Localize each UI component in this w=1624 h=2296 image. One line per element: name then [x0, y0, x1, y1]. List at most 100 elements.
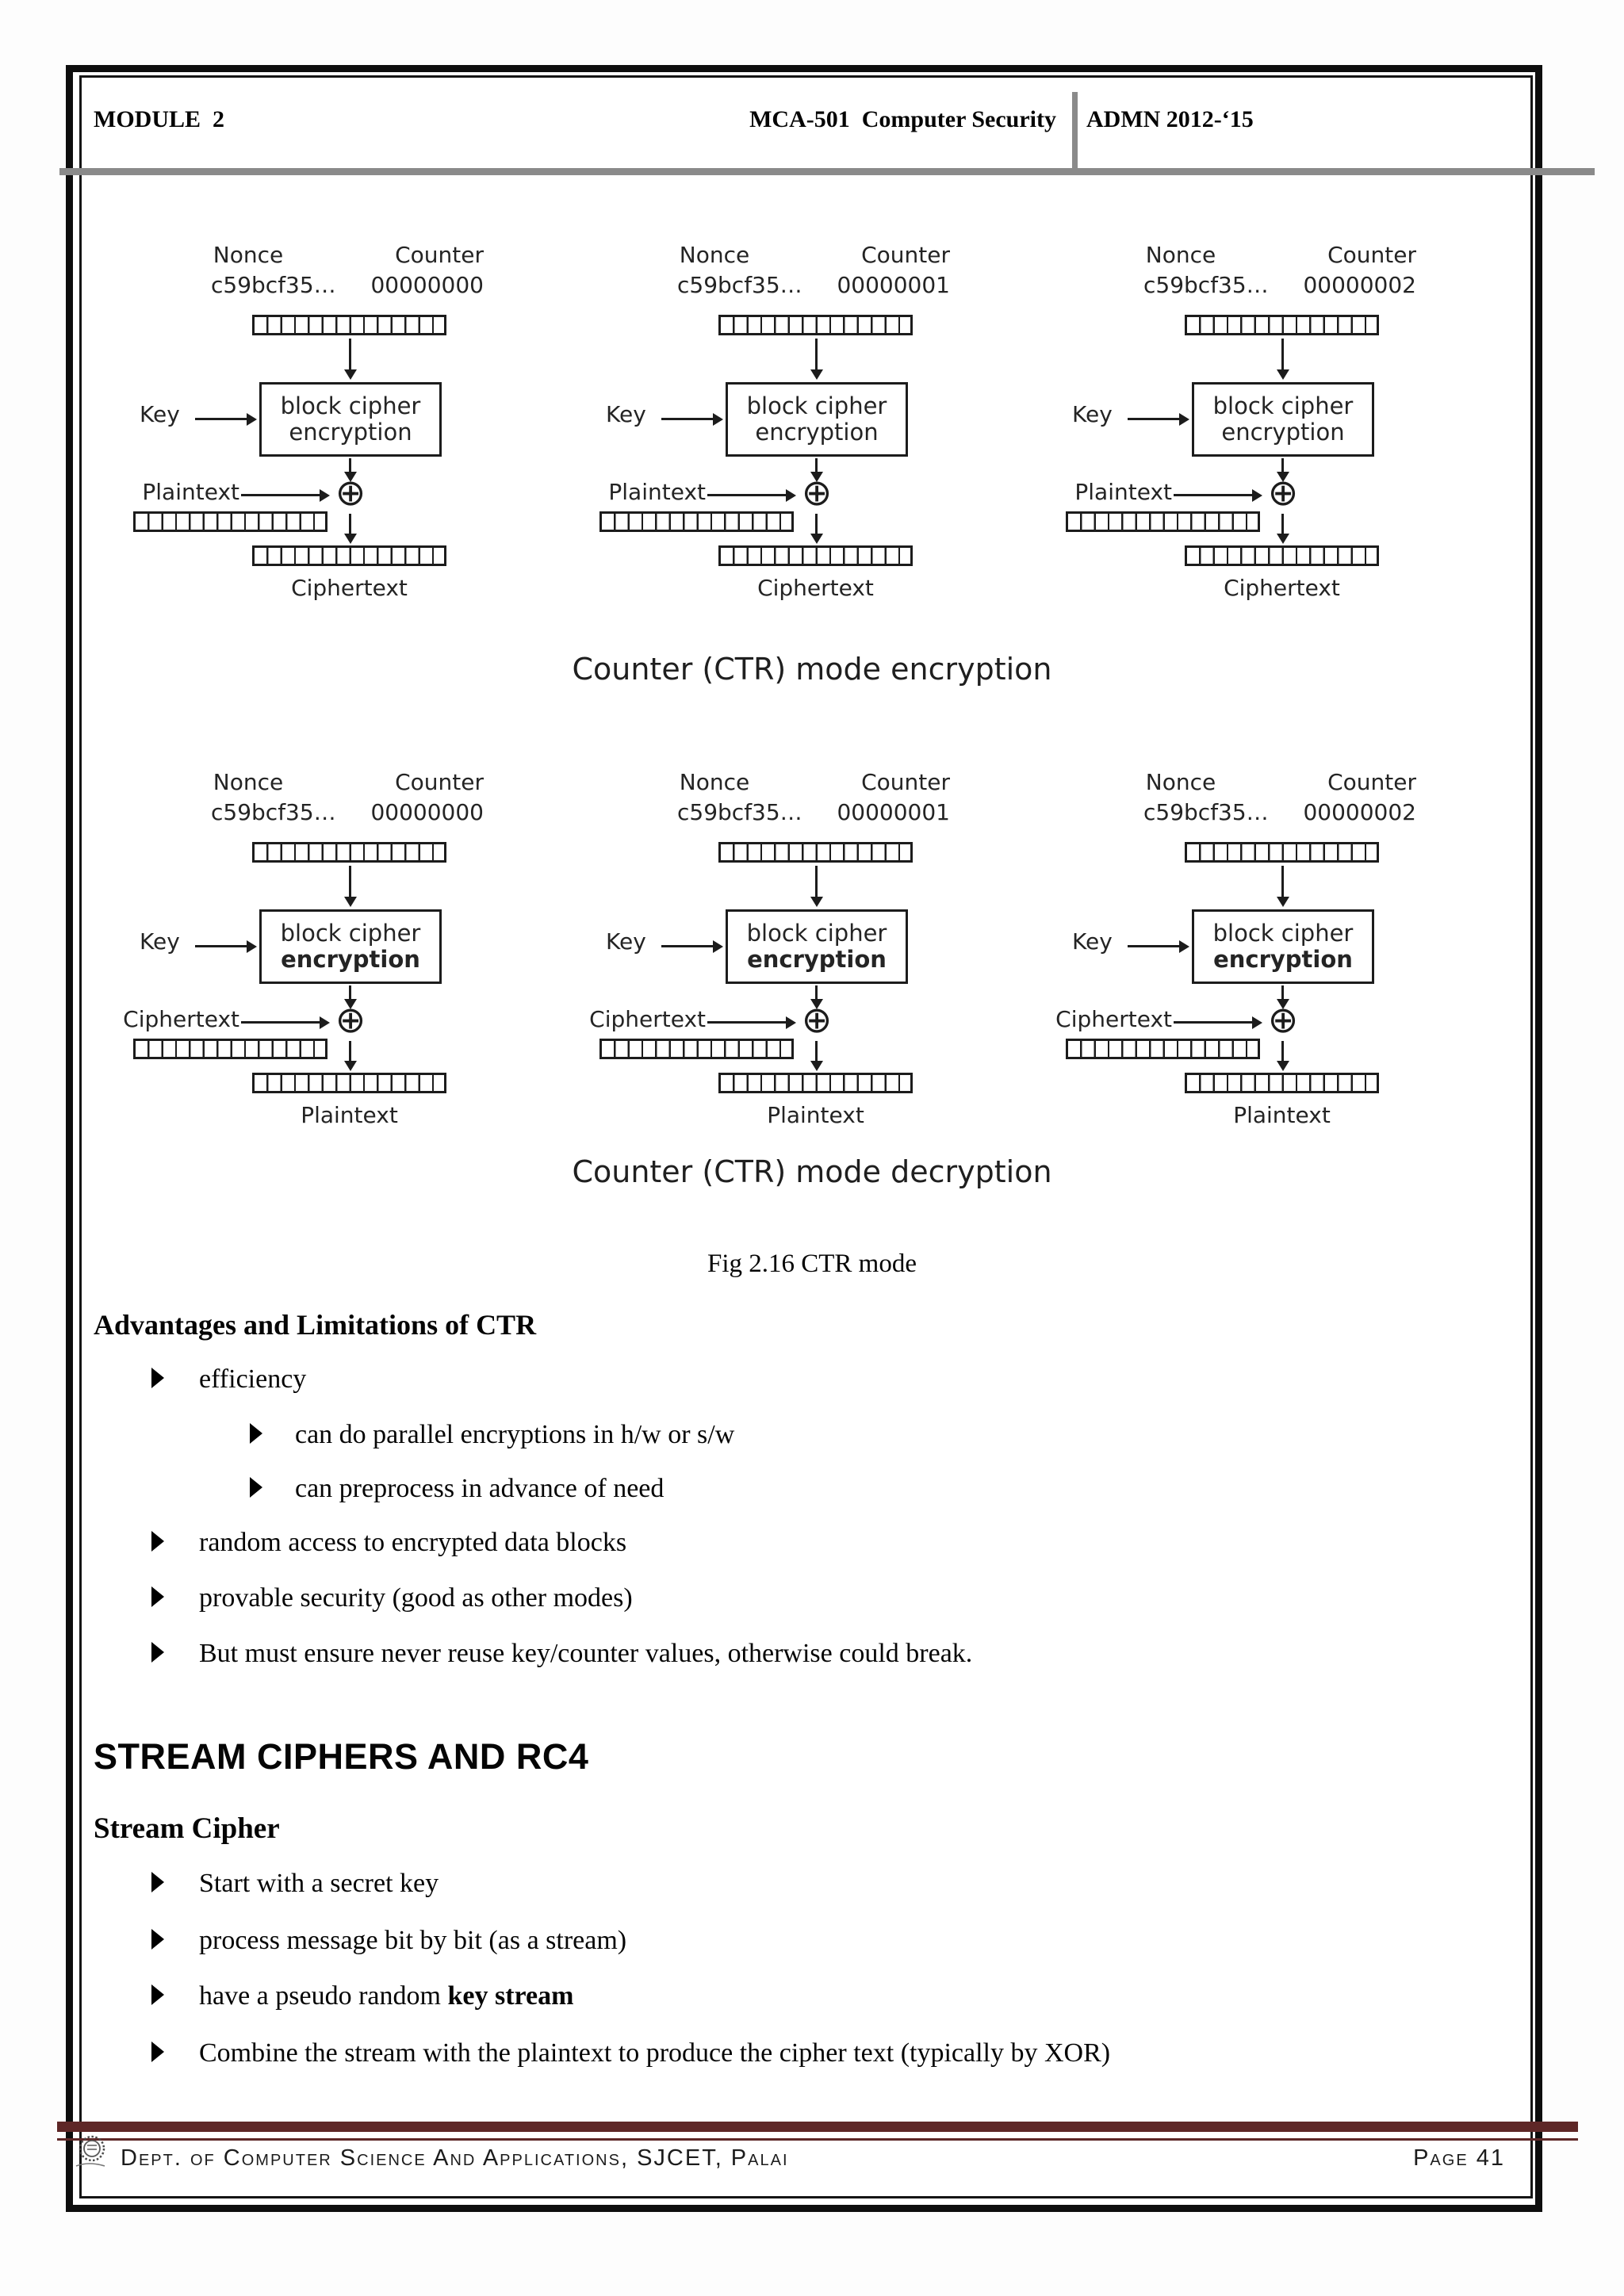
counter-label: Counter	[1327, 769, 1416, 795]
input-block-bar	[1066, 1039, 1260, 1059]
header-admission: ADMN 2012-‘15	[1086, 106, 1254, 132]
block-cipher-box: block cipher encryption	[1192, 909, 1374, 984]
bullet-icon	[151, 1872, 164, 1892]
input-block-bar	[133, 1039, 327, 1059]
nonce-label: Nonce	[679, 242, 750, 268]
stream-ciphers-heading: STREAM CIPHERS AND RC4	[94, 1736, 589, 1777]
input-block-bar	[1066, 511, 1260, 532]
arrow-right-icon	[707, 1016, 796, 1029]
header-separator	[59, 168, 1595, 175]
bullet-icon	[250, 1477, 262, 1498]
counter-label: Counter	[395, 769, 484, 795]
box-line2: encryption	[1221, 419, 1345, 446]
header-vertical-divider	[1072, 92, 1078, 170]
decryption-caption: Counter (CTR) mode decryption	[572, 1154, 1052, 1189]
bullet-icon	[250, 1423, 262, 1444]
input-label: Ciphertext	[123, 1006, 239, 1032]
arrow-down-icon	[810, 514, 823, 544]
arrow-right-icon	[1174, 488, 1262, 502]
arrow-right-icon	[1128, 412, 1189, 426]
counter-block-bar	[718, 842, 913, 863]
bullet-icon	[151, 1368, 164, 1388]
arrow-down-icon	[343, 514, 357, 544]
nonce-label: Nonce	[213, 242, 284, 268]
bullet-icon	[151, 1642, 164, 1663]
box-line2: encryption	[1213, 946, 1353, 973]
block-cipher-box: block cipher encryption	[259, 909, 442, 984]
key-label: Key	[1072, 928, 1113, 955]
counter-value: 00000000	[370, 272, 484, 298]
arrow-right-icon	[661, 939, 723, 953]
input-label: Plaintext	[608, 479, 706, 505]
nonce-value: c59bcf35…	[677, 799, 802, 825]
box-line1: block cipher	[1212, 920, 1354, 947]
counter-value: 00000002	[1303, 272, 1416, 298]
output-block-bar	[718, 1073, 913, 1093]
arrow-down-icon	[343, 985, 357, 1009]
arrow-down-icon	[1276, 514, 1289, 544]
arrow-down-icon	[810, 985, 823, 1009]
counter-block-bar	[1185, 315, 1379, 335]
counter-value: 00000001	[837, 799, 950, 825]
nonce-label: Nonce	[1145, 242, 1216, 268]
nonce-label: Nonce	[1145, 769, 1216, 795]
arrow-down-icon	[1276, 985, 1289, 1009]
bullet-item: But must ensure never reuse key/counter …	[0, 1638, 1624, 1670]
footer-page-number: Page 41	[1413, 2145, 1505, 2171]
box-line1: block cipher	[280, 392, 421, 419]
output-block-bar	[718, 545, 913, 566]
advantages-heading: Advantages and Limitations of CTR	[94, 1309, 537, 1341]
key-label: Key	[606, 928, 646, 955]
ctr-unit: Nonce Counter c59bcf35… 00000001 block c…	[589, 765, 956, 1138]
bullet-item: can do parallel encryptions in h/w or s/…	[0, 1419, 1624, 1451]
bullet-item: efficiency	[0, 1364, 1624, 1395]
header-module: MODULE 2	[94, 106, 224, 132]
arrow-down-icon	[343, 1041, 357, 1071]
nonce-value: c59bcf35…	[1143, 799, 1269, 825]
key-label: Key	[140, 401, 180, 427]
arrow-down-icon	[343, 458, 357, 482]
output-label: Ciphertext	[1224, 575, 1340, 601]
box-line1: block cipher	[746, 920, 887, 947]
counter-block-bar	[718, 315, 913, 335]
counter-label: Counter	[861, 769, 950, 795]
stream-cipher-subheading: Stream Cipher	[94, 1812, 280, 1845]
arrow-down-icon	[343, 866, 357, 907]
block-cipher-box: block cipher encryption	[726, 909, 908, 984]
footer-separator-thick	[57, 2122, 1578, 2132]
nonce-value: c59bcf35…	[1143, 272, 1269, 298]
ctr-unit: Nonce Counter c59bcf35… 00000000 block c…	[133, 238, 490, 610]
arrow-down-icon	[810, 458, 823, 482]
arrow-right-icon	[241, 1016, 330, 1029]
output-label: Plaintext	[1233, 1102, 1331, 1128]
footer-department: Dept. of Computer Science And Applicatio…	[121, 2145, 789, 2171]
arrow-down-icon	[1276, 1041, 1289, 1071]
bullet-item: random access to encrypted data blocks	[0, 1527, 1624, 1559]
box-line2: encryption	[755, 419, 879, 446]
bullet-icon	[151, 1929, 164, 1950]
output-label: Plaintext	[301, 1102, 398, 1128]
counter-value: 00000002	[1303, 799, 1416, 825]
bullet-icon	[151, 1984, 164, 2005]
nonce-label: Nonce	[213, 769, 284, 795]
arrow-down-icon	[1276, 866, 1289, 907]
ctr-unit: Nonce Counter c59bcf35… 00000001 block c…	[599, 238, 956, 610]
ctr-unit: Nonce Counter c59bcf35… 00000000 block c…	[123, 765, 490, 1138]
block-cipher-box: block cipher encryption	[259, 382, 442, 457]
encryption-caption: Counter (CTR) mode encryption	[572, 652, 1052, 687]
ctr-unit: Nonce Counter c59bcf35… 00000002 block c…	[1066, 238, 1423, 610]
box-line1: block cipher	[746, 392, 887, 419]
output-block-bar	[252, 1073, 446, 1093]
arrow-down-icon	[810, 866, 823, 907]
institution-logo-icon	[71, 2131, 109, 2172]
ctr-unit: Nonce Counter c59bcf35… 00000002 block c…	[1055, 765, 1423, 1138]
counter-label: Counter	[861, 242, 950, 268]
output-block-bar	[1185, 545, 1379, 566]
nonce-value: c59bcf35…	[677, 272, 802, 298]
key-label: Key	[140, 928, 180, 955]
key-label: Key	[1072, 401, 1113, 427]
figure-caption: Fig 2.16 CTR mode	[707, 1249, 917, 1278]
counter-value: 00000000	[370, 799, 484, 825]
counter-label: Counter	[395, 242, 484, 268]
